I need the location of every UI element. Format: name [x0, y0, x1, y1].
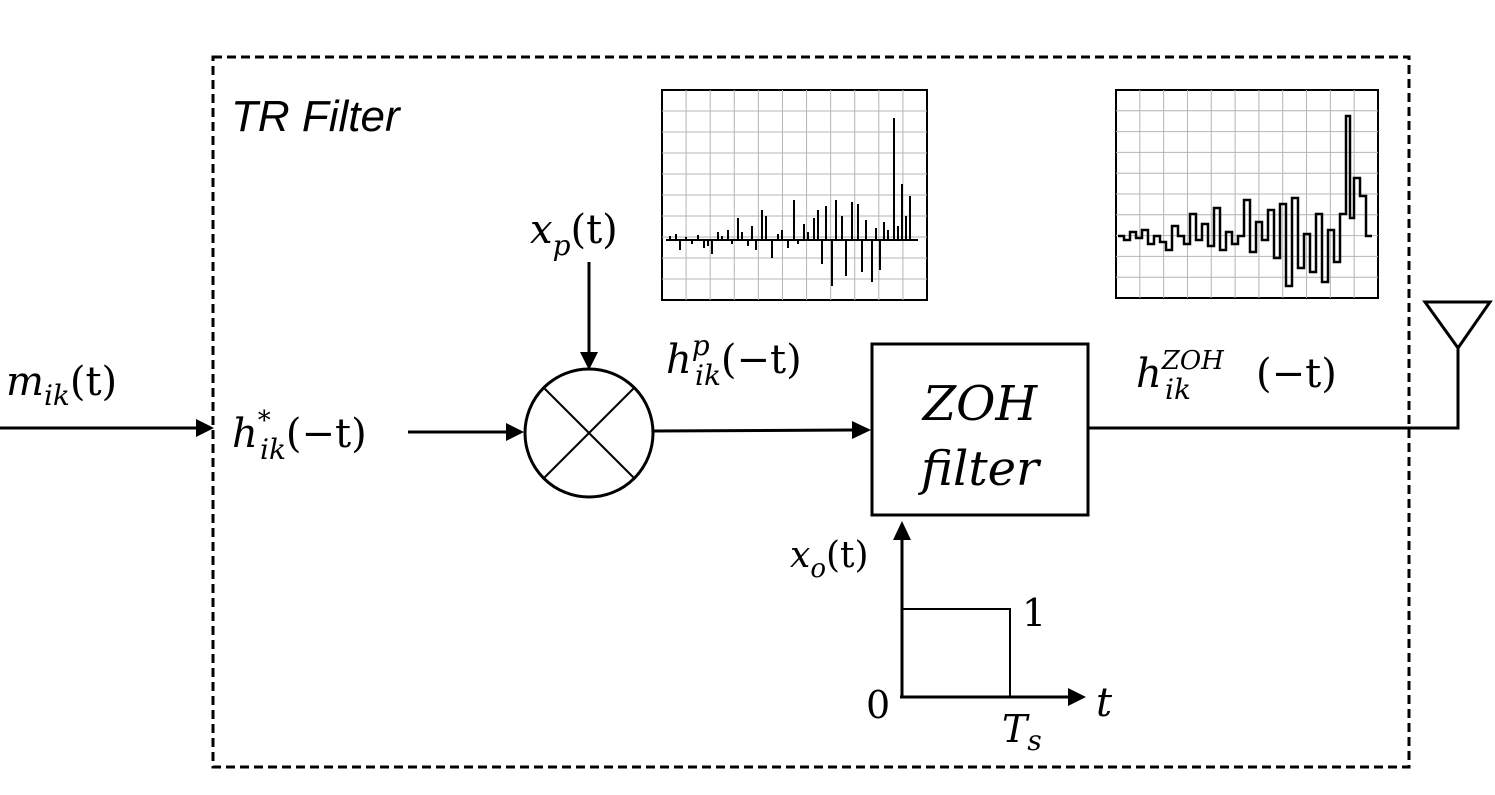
zoh-waveform-thumbnail	[1115, 89, 1379, 299]
multiplier-to-zoh-arrow	[653, 428, 853, 433]
pulse-x-arrowhead	[1068, 688, 1086, 706]
antenna-icon	[1422, 300, 1493, 351]
pulse-time-label: t	[1096, 680, 1113, 726]
pulse-signal-label-xo: xo(t)	[790, 535, 869, 584]
input-arrowhead	[196, 419, 214, 437]
tr-filter-title: TR Filter	[231, 92, 402, 141]
multiplier-symbol: ×	[0, 0, 1, 1]
input-signal-label: mik(t)	[6, 359, 117, 412]
multiplier-block: ×	[0, 0, 655, 499]
waveform1-trace	[669, 118, 911, 286]
modulating-arrowhead	[580, 352, 598, 370]
pulse-origin-label: 0	[866, 683, 890, 727]
pulse-shape	[903, 608, 1011, 697]
multiplier-to-zoh-arrowhead	[852, 421, 871, 439]
zoh-block-line1: ZOH	[921, 376, 1039, 432]
pulse-amplitude-label: 1	[1022, 591, 1046, 635]
pulse-y-arrowhead	[893, 521, 911, 540]
pulse-waveform-thumbnail	[661, 89, 928, 301]
zoh-block-line2: filter	[918, 441, 1042, 497]
modulating-signal-label: xp(t)	[530, 207, 618, 262]
matched-filter-label: h*ik(−t)	[232, 406, 367, 466]
waveform2-trace	[1118, 114, 1372, 288]
output-wire	[1088, 345, 1460, 430]
zoh-filter-block	[870, 342, 1090, 517]
pulse-width-label: Ts	[1002, 707, 1042, 757]
matched-arrowhead	[506, 423, 524, 441]
zoh-pulse-plot: xo(t) 0 1 t Ts	[790, 521, 1113, 757]
waveform1-grid	[662, 90, 927, 300]
